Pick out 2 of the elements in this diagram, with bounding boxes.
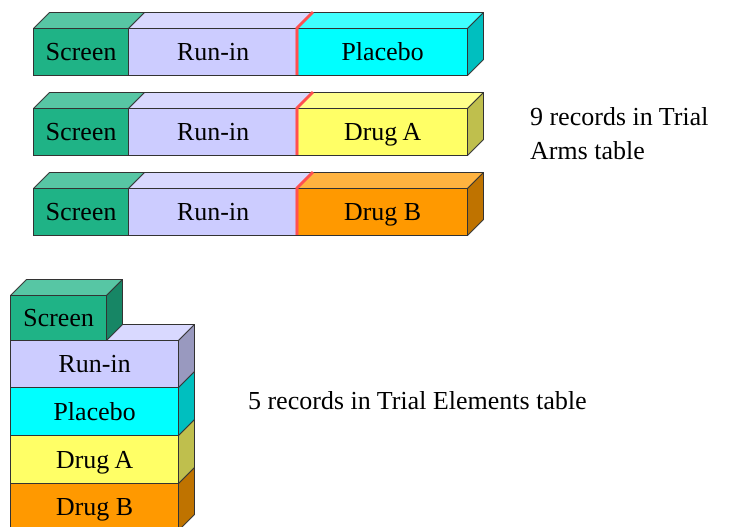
- note-text: 5 records in Trial Elements table: [248, 385, 588, 417]
- note-text: 9 records in Trial Arms table: [530, 101, 710, 167]
